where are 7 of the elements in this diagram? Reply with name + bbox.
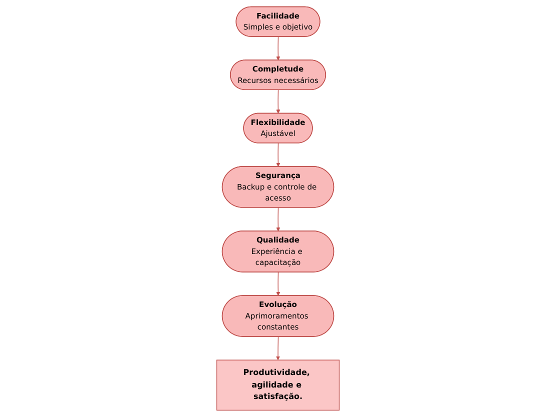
arrow bbox=[276, 207, 280, 232]
arrow bbox=[276, 36, 280, 60]
arrow bbox=[276, 90, 280, 114]
arrow bbox=[276, 272, 280, 296]
arrow bbox=[276, 336, 280, 360]
node-box: Produtividade, agilidade e satisfação. bbox=[216, 360, 340, 411]
arrow bbox=[276, 142, 280, 167]
